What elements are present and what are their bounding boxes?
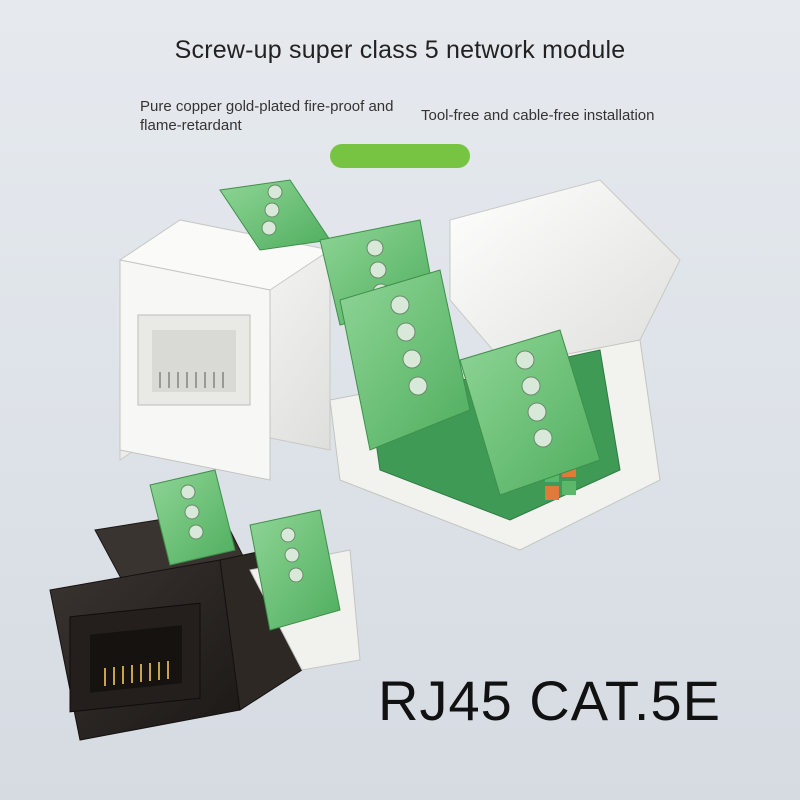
product-photo: [40, 150, 720, 750]
terminal-block-rear: [219, 179, 331, 251]
page-title: Screw-up super class 5 network module: [174, 36, 626, 64]
feature-fireproof: Pure copper gold-plated fire-proof and f…: [140, 98, 394, 134]
black-jack-gold-contacts: [104, 661, 169, 686]
network-module-illustration: [49, 179, 681, 741]
white-jack-contacts: [159, 372, 224, 388]
green-pill-decoration: [330, 144, 470, 168]
model-label: RJ45 CAT.5E: [378, 669, 721, 732]
feature-tool-free: Tool-free and cable-free installation: [421, 107, 655, 124]
white-keystone-module: [118, 219, 332, 481]
terminal-block-front-left: [339, 269, 471, 451]
terminal-block-front-right: [459, 329, 601, 496]
black-module-terminals: [149, 469, 341, 631]
